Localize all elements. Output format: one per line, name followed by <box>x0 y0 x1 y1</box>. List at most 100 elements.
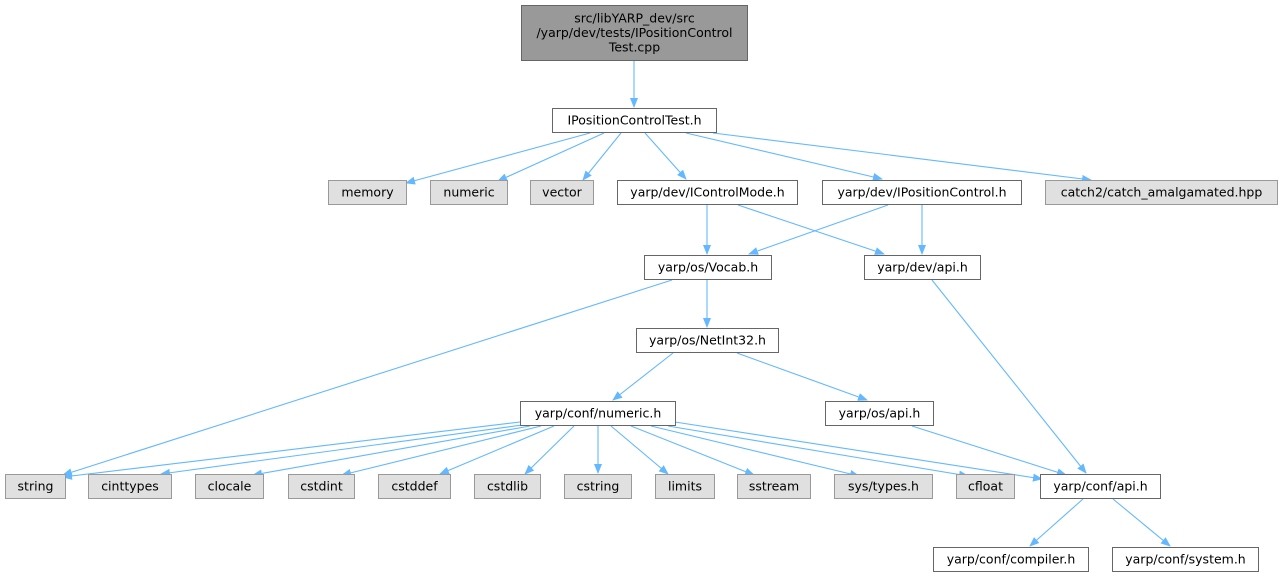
node-label-root-line-1: src/libYARP_dev/src <box>574 11 695 26</box>
node-box-catch2 <box>1045 180 1278 205</box>
node-numeric: numeric <box>430 180 508 205</box>
node-label-cstddef: cstddef <box>391 479 438 494</box>
node-label-confnum: yarp/conf/numeric.h <box>535 406 662 421</box>
edge-netint-to-osapi <box>736 352 868 401</box>
node-label-root-line-3: Test.cpp <box>608 40 660 55</box>
node-box-cstring <box>564 474 632 499</box>
node-vocab[interactable]: yarp/os/Vocab.h <box>644 255 772 280</box>
node-memory: memory <box>328 180 407 205</box>
node-box-compiler <box>933 547 1089 572</box>
node-box-icm <box>617 180 798 205</box>
edge-osapi-to-confapi <box>911 425 1067 477</box>
node-label-catch2: catch2/catch_amalgamated.hpp <box>1061 185 1263 200</box>
node-box-devapi <box>864 255 981 280</box>
node-box-numeric <box>430 180 508 205</box>
node-cfloat: cfloat <box>956 474 1015 499</box>
node-label-netint: yarp/os/NetInt32.h <box>649 333 766 348</box>
node-box-ipc <box>822 180 1022 205</box>
node-label-compiler: yarp/conf/compiler.h <box>947 552 1076 567</box>
edge-ipct-to-memory <box>405 132 591 185</box>
node-box-cstdlib <box>474 474 541 499</box>
node-cstddef: cstddef <box>378 474 451 499</box>
node-box-netint <box>636 328 779 353</box>
edge-vocab-to-string <box>62 279 673 477</box>
node-icm[interactable]: yarp/dev/IControlMode.h <box>617 180 798 205</box>
edge-ipct-to-ipc <box>685 132 883 181</box>
node-box-systypes <box>834 474 933 499</box>
node-box-cstdint <box>288 474 355 499</box>
node-osapi[interactable]: yarp/os/api.h <box>825 401 934 426</box>
edge-confnum-to-cstdlib <box>524 425 575 475</box>
edge-confnum-to-limits <box>610 425 669 475</box>
node-label-cinttypes: cinttypes <box>101 479 159 494</box>
node-box-sstream <box>737 474 811 499</box>
node-label-limits: limits <box>668 479 702 494</box>
edge-ipc-to-vocab <box>748 204 889 255</box>
edge-devapi-to-confapi <box>931 279 1087 474</box>
node-box-confapi <box>1040 474 1161 499</box>
node-cstdint: cstdint <box>288 474 355 499</box>
node-clocale: clocale <box>195 474 264 499</box>
node-compiler[interactable]: yarp/conf/compiler.h <box>933 547 1089 572</box>
node-label-osapi: yarp/os/api.h <box>839 406 921 421</box>
node-catch2: catch2/catch_amalgamated.hpp <box>1045 180 1278 205</box>
edge-ipct-to-icm <box>644 132 687 180</box>
node-box-memory <box>328 180 407 205</box>
node-box-ipct <box>552 108 717 133</box>
edge-confnum-to-cstdint <box>341 425 542 477</box>
edge-confnum-to-sstream <box>630 425 755 476</box>
node-label-cstdlib: cstdlib <box>487 479 528 494</box>
edge-icm-to-devapi <box>737 204 885 255</box>
edges-layer <box>62 61 1171 547</box>
node-label-root-line-2: /yarp/dev/tests/IPositionControl <box>536 25 732 40</box>
edge-confnum-to-clocale <box>252 425 531 478</box>
node-label-confapi: yarp/conf/api.h <box>1053 479 1147 494</box>
edge-confnum-to-string <box>62 421 521 480</box>
node-label-cfloat: cfloat <box>968 479 1003 494</box>
node-label-vector: vector <box>542 185 583 200</box>
node-label-cstring: cstring <box>577 479 620 494</box>
node-box-root <box>521 5 748 61</box>
edge-ipct-to-catch2 <box>712 132 1092 183</box>
edge-confnum-to-cfloat <box>667 425 969 479</box>
node-box-cfloat <box>956 474 1015 499</box>
node-box-string <box>5 474 66 499</box>
node-label-ipc: yarp/dev/IPositionControl.h <box>837 185 1006 200</box>
nodes-layer: src/libYARP_dev/src/yarp/dev/tests/IPosi… <box>5 5 1278 572</box>
node-label-ipct: IPositionControlTest.h <box>567 113 701 128</box>
edge-ipct-to-numeric <box>497 132 605 182</box>
edge-confnum-to-confapi <box>674 421 1043 482</box>
node-box-limits <box>655 474 715 499</box>
node-ipc[interactable]: yarp/dev/IPositionControl.h <box>822 180 1022 205</box>
node-netint[interactable]: yarp/os/NetInt32.h <box>636 328 779 353</box>
node-label-vocab: yarp/os/Vocab.h <box>658 260 758 275</box>
node-sstream: sstream <box>737 474 811 499</box>
node-system[interactable]: yarp/conf/system.h <box>1112 547 1259 572</box>
node-confapi[interactable]: yarp/conf/api.h <box>1040 474 1161 499</box>
node-box-confnum <box>520 401 676 426</box>
node-label-icm: yarp/dev/IControlMode.h <box>630 185 784 200</box>
edge-netint-to-confnum <box>612 352 674 401</box>
node-limits: limits <box>655 474 715 499</box>
node-label-systypes: sys/types.h <box>848 479 919 494</box>
node-label-clocale: clocale <box>208 479 252 494</box>
node-label-system: yarp/conf/system.h <box>1125 552 1245 567</box>
node-root[interactable]: src/libYARP_dev/src/yarp/dev/tests/IPosi… <box>521 5 748 61</box>
node-devapi[interactable]: yarp/dev/api.h <box>864 255 981 280</box>
edge-confapi-to-compiler <box>1029 498 1084 547</box>
node-confnum[interactable]: yarp/conf/numeric.h <box>520 401 676 426</box>
node-label-memory: memory <box>341 185 394 200</box>
edge-confnum-to-cstddef <box>439 425 555 475</box>
node-ipct[interactable]: IPositionControlTest.h <box>552 108 717 133</box>
node-label-string: string <box>18 479 54 494</box>
edge-confapi-to-system <box>1112 498 1171 547</box>
node-box-vector <box>530 180 594 205</box>
node-box-vocab <box>644 255 772 280</box>
node-cstdlib: cstdlib <box>474 474 541 499</box>
node-label-sstream: sstream <box>749 479 799 494</box>
edge-ipct-to-vector <box>582 132 622 181</box>
node-label-numeric: numeric <box>443 185 494 200</box>
node-systypes: sys/types.h <box>834 474 933 499</box>
edge-confnum-to-cinttypes <box>160 424 523 477</box>
